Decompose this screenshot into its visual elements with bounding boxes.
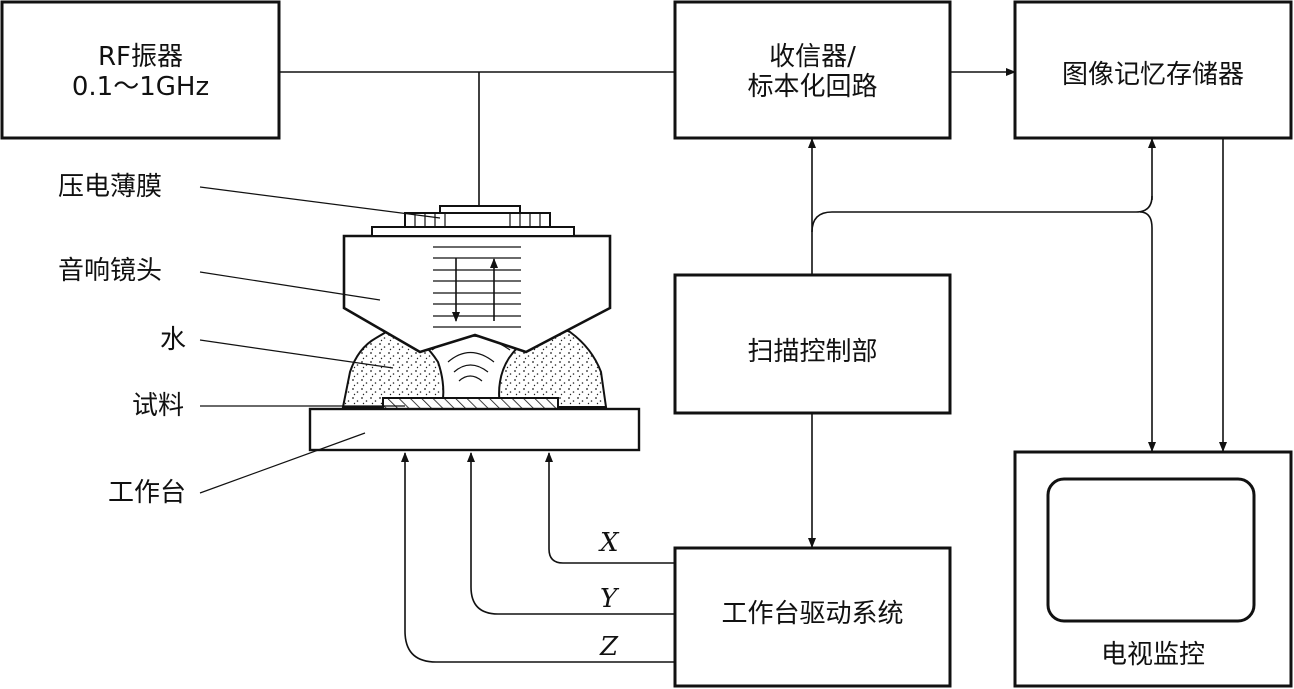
scan-control-box	[673, 273, 952, 415]
receiver-label: 收信器/ 标本化回路	[675, 42, 950, 102]
piezo-film-ticks	[414, 213, 541, 227]
y-axis-label: Y	[600, 584, 618, 614]
lens-inner-lines	[433, 246, 521, 328]
z-axis-label: Z	[600, 632, 619, 662]
lens-leader	[199, 271, 381, 301]
x-axis-label: X	[600, 528, 619, 558]
y-axis-drive-line	[467, 452, 675, 615]
rf-oscillator-label: RF振器 0.1～1GHz	[2, 42, 279, 102]
tv-monitor-label: 电视监控	[1100, 640, 1205, 670]
stage-drive-label: 工作台驱动系统	[721, 599, 904, 629]
film-leader	[199, 186, 441, 219]
scan-to-monitor-arrow	[1139, 211, 1156, 452]
receiver-name: 收信器/	[769, 42, 856, 72]
stage-leader	[199, 432, 366, 494]
water-leader	[199, 339, 394, 369]
piezo-film-label: 压电薄膜	[58, 172, 163, 202]
image-memory-box	[1013, 0, 1293, 140]
stage-drive-box	[673, 546, 952, 688]
tv-screen	[1046, 477, 1256, 623]
z-axis-drive-line	[401, 452, 675, 663]
scan-control-label: 扫描控制部	[747, 337, 878, 367]
rf-oscillator-name: RF振器	[97, 42, 184, 72]
scan-bus-line	[811, 195, 1153, 233]
acoustic-wavefronts	[447, 351, 495, 382]
sampling-circuit-name: 标本化回路	[747, 72, 878, 102]
water-label: 水	[160, 325, 187, 355]
rf-oscillator-box	[0, 0, 281, 140]
transducer-base	[371, 226, 575, 237]
sample	[382, 397, 559, 410]
piezo-film	[404, 212, 551, 228]
receiver-box	[673, 0, 952, 140]
sample-label: 试料	[132, 391, 185, 421]
image-memory-label: 图像记忆存储器	[1061, 60, 1244, 90]
stage-label: 工作台	[108, 478, 187, 508]
rf-frequency-range: 0.1～1GHz	[71, 72, 210, 102]
x-axis-drive-line	[545, 452, 675, 564]
transducer-top	[439, 205, 521, 214]
stage-table	[308, 407, 641, 452]
acoustic-lens	[342, 234, 612, 354]
acoustic-lens-label: 音响镜头	[58, 256, 163, 286]
